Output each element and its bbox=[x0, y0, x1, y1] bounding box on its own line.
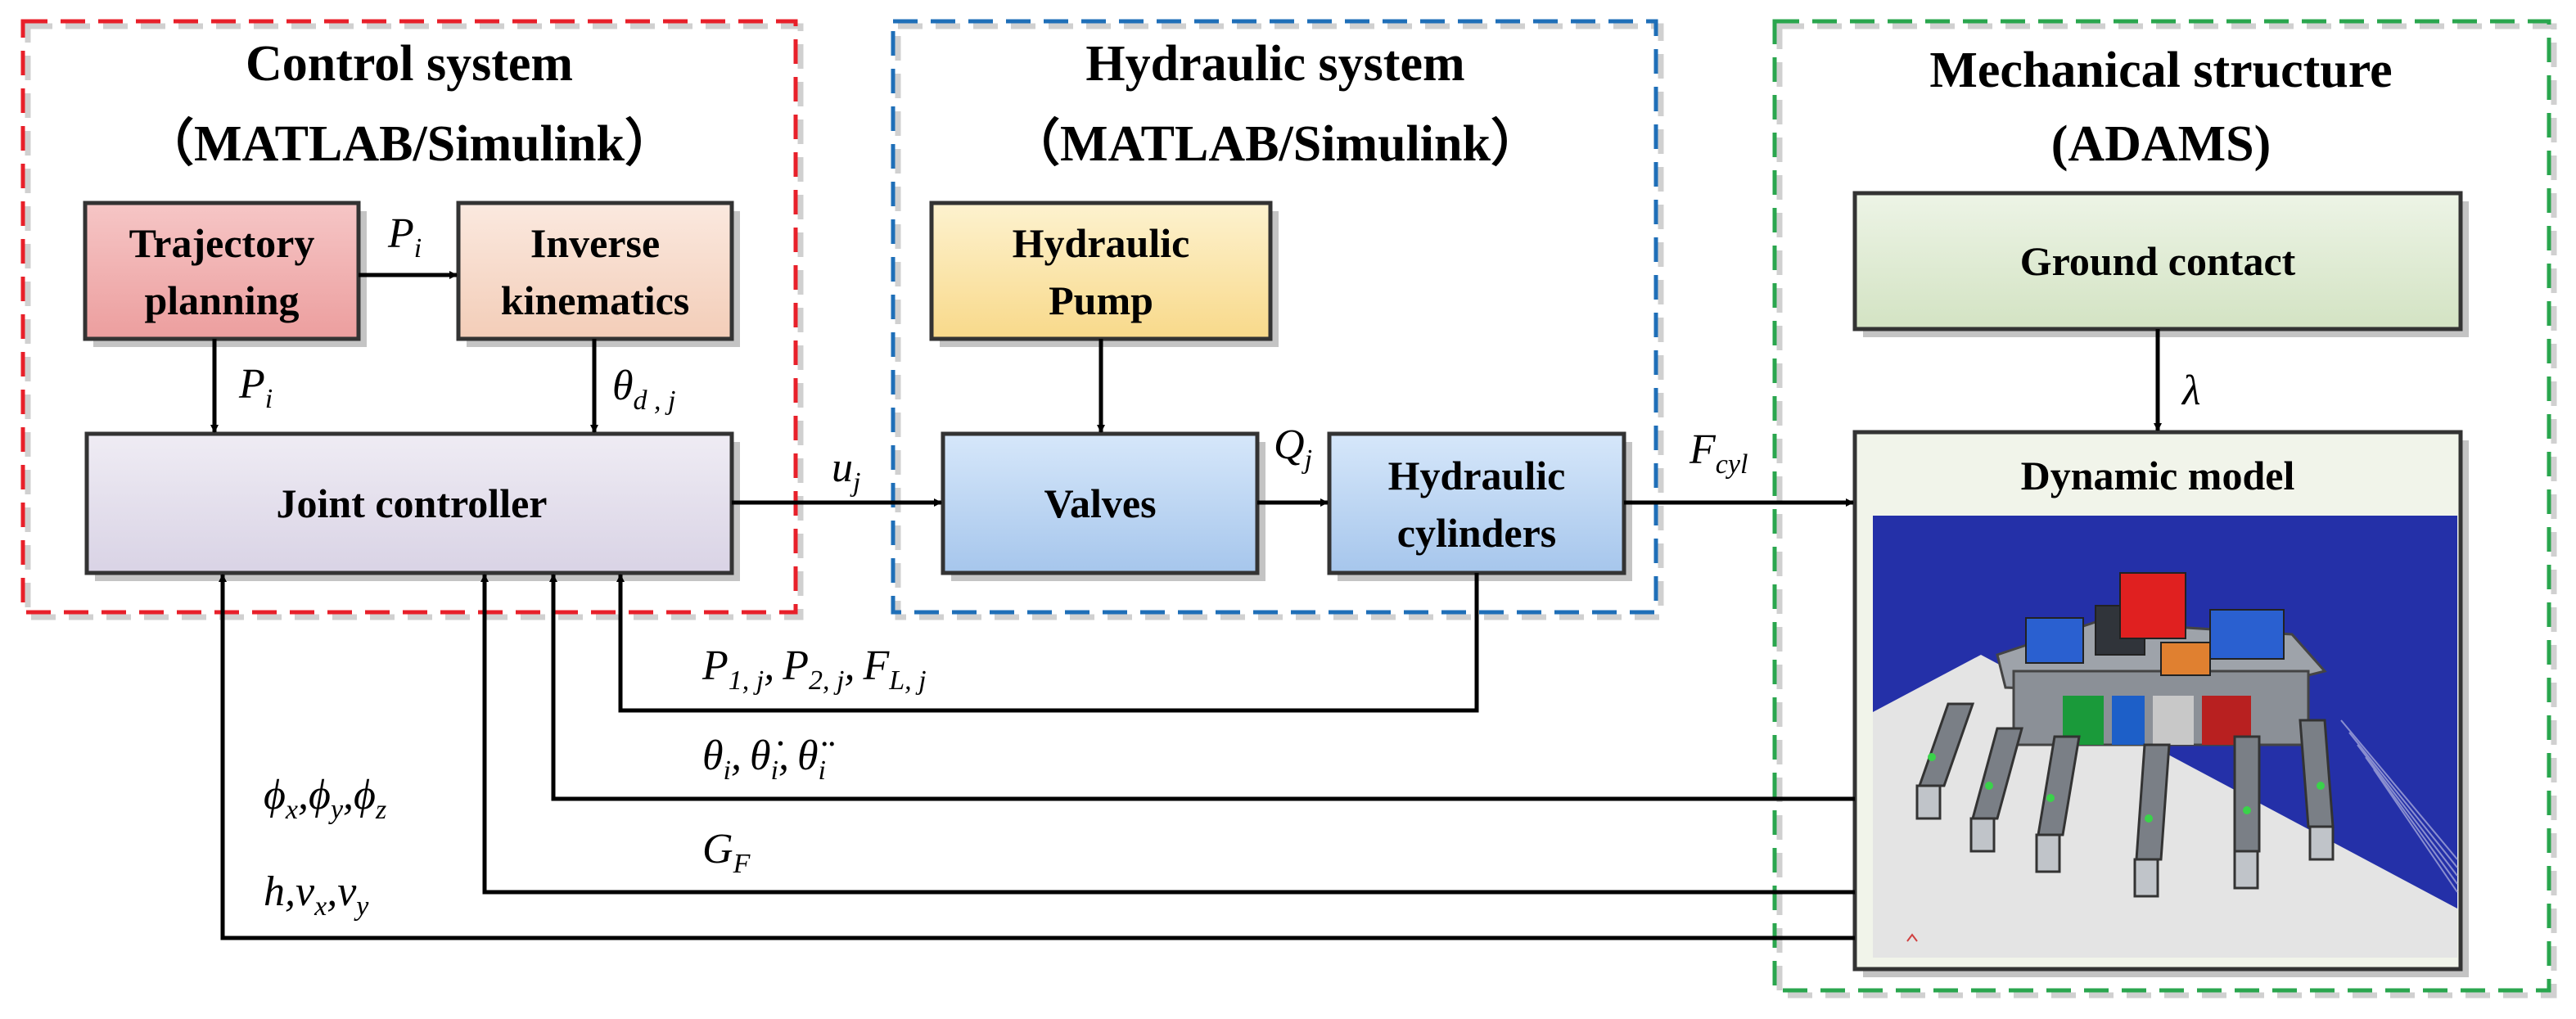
signal-g-f: GF bbox=[702, 826, 751, 879]
trajectory-label-line1: Trajectory bbox=[129, 220, 315, 266]
control-system-subtitle: （MATLAB/Simulink） bbox=[143, 115, 675, 172]
mechanical-structure-frame bbox=[1772, 19, 2551, 993]
pressure-feedback-line bbox=[616, 573, 1479, 713]
signal-phi: ϕx,ϕy,ϕz bbox=[264, 772, 386, 825]
valves-label: Valves bbox=[1044, 480, 1156, 526]
signal-p-i-down: Pi bbox=[238, 361, 273, 414]
ground-contact-block: Ground contact bbox=[1852, 191, 2469, 337]
control-system-frame bbox=[20, 19, 798, 615]
signal-f-cyl: Fcyl bbox=[1689, 426, 1748, 480]
pump-label-line1: Hydraulic bbox=[1013, 220, 1190, 266]
signal-p-i-top: Pi bbox=[387, 210, 422, 264]
joint-controller-label: Joint controller bbox=[277, 480, 548, 526]
trajectory-label-line2: planning bbox=[144, 277, 299, 323]
mechanical-structure-group: Mechanical structure (ADAMS) bbox=[1772, 19, 2557, 999]
signal-theta-i: θi,θ̇i,θ̈i bbox=[702, 733, 835, 786]
signal-theta-dj: θd , j bbox=[612, 363, 676, 416]
signal-q-j: Qj bbox=[1274, 422, 1312, 475]
mechanical-structure-subtitle: (ADAMS) bbox=[2051, 116, 2271, 172]
body-state-feedback-line bbox=[219, 574, 1855, 940]
hydraulic-system-group: Hydraulic system （MATLAB/Simulink） bbox=[891, 19, 1664, 620]
gf-feedback-line bbox=[480, 574, 1855, 895]
mechanical-structure-title: Mechanical structure bbox=[1929, 43, 2392, 98]
trajectory-planning-block: Trajectory planning bbox=[83, 201, 367, 347]
cylinders-label-line2: cylinders bbox=[1397, 510, 1556, 556]
dynamic-model-block: Dynamic model bbox=[1852, 430, 2469, 977]
robot-simulation-image bbox=[1873, 516, 2458, 958]
dynamic-model-label: Dynamic model bbox=[2021, 453, 2295, 498]
hydraulic-cylinders-block: Hydraulic cylinders bbox=[1327, 431, 1632, 581]
inverse-label-line2: kinematics bbox=[501, 277, 690, 323]
signal-u-j: uj bbox=[832, 444, 860, 498]
hydraulic-system-subtitle: （MATLAB/Simulink） bbox=[1009, 115, 1541, 172]
signal-lambda: λ bbox=[2181, 367, 2201, 414]
connectors bbox=[210, 271, 2162, 940]
cylinders-label-line1: Hydraulic bbox=[1388, 453, 1566, 498]
control-system-title: Control system bbox=[246, 36, 573, 92]
pump-label-line2: Pump bbox=[1049, 277, 1153, 323]
inverse-kinematics-block: Inverse kinematics bbox=[456, 201, 740, 347]
hydraulic-system-title: Hydraulic system bbox=[1085, 36, 1464, 92]
valves-block: Valves bbox=[941, 431, 1265, 581]
hydraulic-system-frame bbox=[891, 19, 1658, 615]
inverse-label-line1: Inverse bbox=[530, 220, 660, 266]
signal-pressures: P1, j,P2, j,FL, j bbox=[702, 643, 927, 696]
control-system-group: Control system （MATLAB/Simulink） bbox=[20, 19, 804, 620]
joint-angle-feedback-line bbox=[549, 574, 1855, 801]
signal-h-v: h,vx,vy bbox=[264, 868, 369, 922]
joint-controller-block: Joint controller bbox=[84, 431, 740, 581]
ground-contact-label: Ground contact bbox=[2020, 238, 2296, 284]
hydraulic-pump-block: Hydraulic Pump bbox=[929, 201, 1279, 347]
